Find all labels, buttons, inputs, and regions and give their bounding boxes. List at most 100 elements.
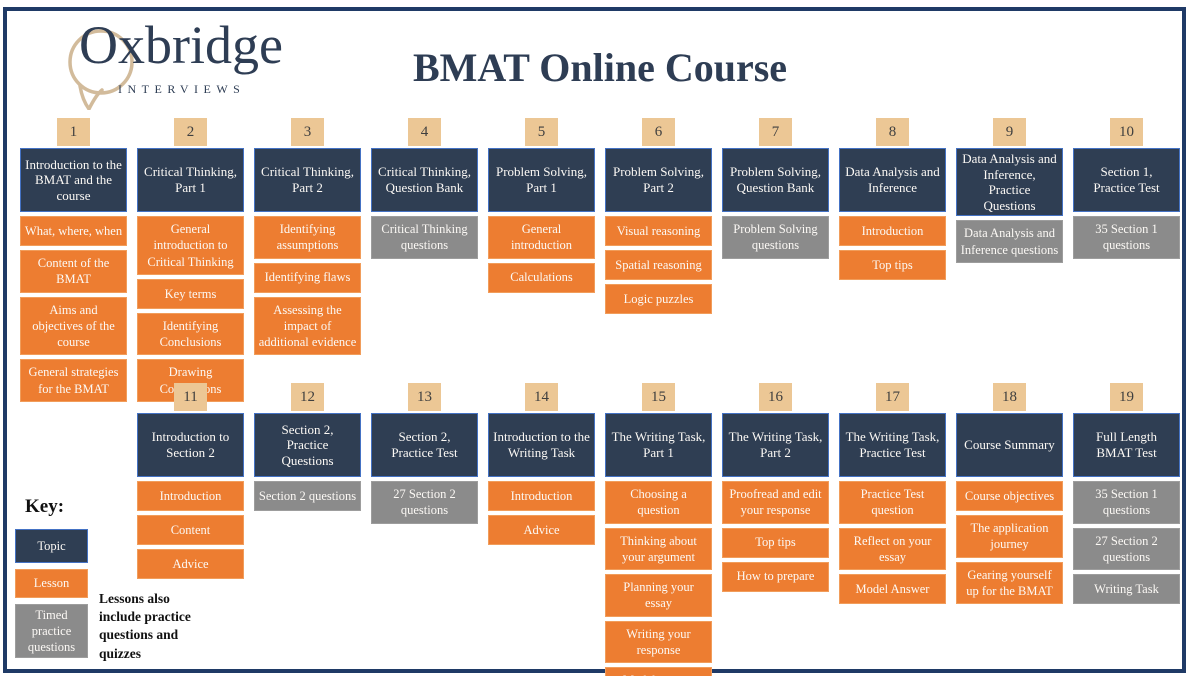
lesson-box: Aims and objectives of the course	[20, 296, 127, 356]
lesson-box: Key terms	[137, 278, 244, 309]
logo-subtitle: INTERVIEWS	[118, 82, 246, 96]
practice-questions-box: 27 Section 2 questions	[1073, 527, 1180, 570]
key-title: Key:	[25, 496, 65, 517]
lesson-box: Practice Test question	[839, 481, 946, 524]
course-number-badge: 6	[642, 118, 675, 146]
oxbridge-interviews-logo: Oxbridge INTERVIEWS	[66, 15, 366, 110]
topic-box: The Writing Task, Part 2	[722, 413, 829, 477]
lesson-box: Identifying assumptions	[254, 216, 361, 259]
course-number-badge: 14	[525, 383, 558, 411]
lesson-box: Spatial reasoning	[605, 250, 712, 280]
lesson-box: Model answer guide	[605, 667, 712, 676]
topic-box: The Writing Task, Practice Test	[839, 413, 946, 477]
lesson-box: Introduction	[488, 481, 595, 511]
course-number-badge: 18	[993, 383, 1026, 411]
practice-questions-box: Data Analysis and Inference questions	[956, 220, 1063, 263]
lesson-box: How to prepare	[722, 561, 829, 592]
lesson-box: Identifying Conclusions	[137, 312, 244, 356]
course-number-badge: 10	[1110, 118, 1143, 146]
lesson-box: Introduction	[137, 481, 244, 511]
lesson-box: Identifying flaws	[254, 262, 361, 293]
topic-box: Section 2, Practice Questions	[254, 413, 361, 477]
lesson-box: General strategies for the BMAT	[20, 359, 127, 402]
course-number-badge: 7	[759, 118, 792, 146]
practice-questions-box: Writing Task	[1073, 574, 1180, 604]
topic-box: Course Summary	[956, 413, 1063, 477]
practice-questions-box: Critical Thinking questions	[371, 216, 478, 259]
lesson-box: Thinking about your argument	[605, 527, 712, 570]
topic-box: Introduction to Section 2	[137, 413, 244, 477]
topic-box: Section 2, Practice Test	[371, 413, 478, 477]
lesson-box: Writing your response	[605, 620, 712, 663]
topic-box: Critical Thinking, Part 1	[137, 148, 244, 212]
course-number-badge: 9	[993, 118, 1026, 146]
key-note: Lessons also include practice questions …	[99, 591, 191, 661]
lesson-box: Proofread and edit your response	[722, 481, 829, 524]
practice-questions-box: 27 Section 2 questions	[371, 481, 478, 524]
lesson-box: Course objectives	[956, 481, 1063, 511]
lesson-box: Model Answer	[839, 574, 946, 604]
lesson-box: Advice	[137, 549, 244, 579]
lesson-box: General introduction to Critical Thinkin…	[137, 216, 244, 275]
lesson-box: Planning your essay	[605, 574, 712, 617]
course-number-badge: 11	[174, 383, 207, 411]
lesson-box: Gearing yourself up for the BMAT	[956, 561, 1063, 604]
lesson-box: Calculations	[488, 262, 595, 293]
topic-box: Critical Thinking, Part 2	[254, 148, 361, 212]
practice-questions-box: Section 2 questions	[254, 481, 361, 511]
lesson-box: Reflect on your essay	[839, 527, 946, 570]
speech-bubble-icon	[68, 29, 134, 110]
lesson-box: Content	[137, 515, 244, 545]
course-number-badge: 1	[57, 118, 90, 146]
key-topic-swatch: Topic	[15, 529, 88, 563]
course-number-badge: 15	[642, 383, 675, 411]
practice-questions-box: 35 Section 1 questions	[1073, 481, 1180, 524]
topic-box: Full Length BMAT Test	[1073, 413, 1180, 477]
course-number-badge: 4	[408, 118, 441, 146]
practice-questions-box: Problem Solving questions	[722, 216, 829, 259]
course-number-badge: 19	[1110, 383, 1143, 411]
topic-box: Data Analysis and Inference, Practice Qu…	[956, 148, 1063, 217]
lesson-box: Assessing the impact of additional evide…	[254, 296, 361, 356]
logo-wordmark: Oxbridge	[79, 15, 283, 75]
course-number-badge: 3	[291, 118, 324, 146]
page-title: BMAT Online Course	[412, 45, 788, 90]
topic-box: Introduction to the BMAT and the course	[20, 148, 127, 212]
course-number-badge: 13	[408, 383, 441, 411]
key-practice-swatch: Timed practice questions	[15, 604, 88, 658]
lesson-box: Visual reasoning	[605, 216, 712, 246]
lesson-box: Advice	[488, 515, 595, 545]
course-number-badge: 12	[291, 383, 324, 411]
course-number-badge: 16	[759, 383, 792, 411]
topic-box: Problem Solving, Question Bank	[722, 148, 829, 212]
topic-box: Section 1, Practice Test	[1073, 148, 1180, 212]
course-number-badge: 5	[525, 118, 558, 146]
topic-box: Problem Solving, Part 1	[488, 148, 595, 212]
course-number-badge: 8	[876, 118, 909, 146]
lesson-box: What, where, when	[20, 216, 127, 246]
lesson-box: Top tips	[839, 250, 946, 280]
topic-box: Introduction to the Writing Task	[488, 413, 595, 477]
lesson-box: The application journey	[956, 515, 1063, 558]
topic-box: Critical Thinking, Question Bank	[371, 148, 478, 212]
practice-questions-box: 35 Section 1 questions	[1073, 216, 1180, 259]
lesson-box: Content of the BMAT	[20, 250, 127, 293]
